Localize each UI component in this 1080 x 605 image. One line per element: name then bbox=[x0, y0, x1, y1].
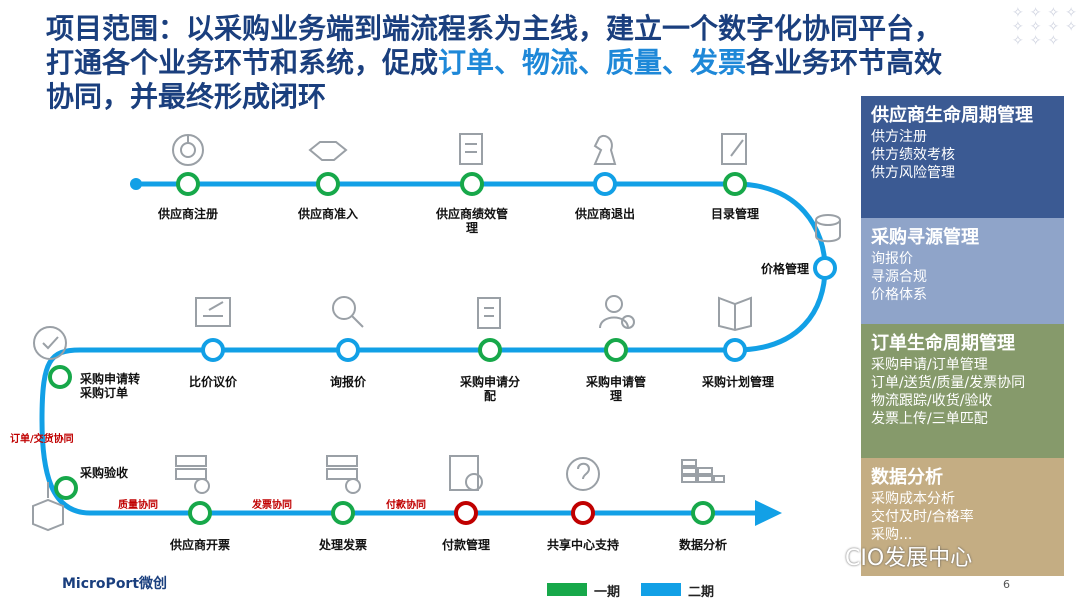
panel-title: 供应商生命周期管理 bbox=[871, 105, 1033, 126]
search-icon bbox=[332, 296, 364, 328]
legend-swatch-phase1 bbox=[547, 583, 587, 596]
panel-title: 订单生命周期管理 bbox=[871, 333, 1015, 354]
node-label-17: 共享中心支持 bbox=[546, 538, 620, 552]
node-label-2: 供应商准入 bbox=[297, 207, 359, 221]
form-icon bbox=[195, 297, 231, 327]
panel-item: 供方注册 bbox=[871, 129, 927, 145]
watermark: CIO发展中心 bbox=[845, 546, 973, 571]
box-icon bbox=[32, 482, 64, 532]
process-node-10 bbox=[336, 338, 360, 362]
title-line-2: 打通各个业务环节和系统，促成订单、物流、质量、发票各业务环节高效 bbox=[46, 46, 1066, 80]
process-node-4 bbox=[593, 172, 617, 196]
node-label-12: 采购申请转采购订单 bbox=[80, 372, 141, 400]
panel-title: 数据分析 bbox=[871, 467, 943, 488]
panel-item: 采购... bbox=[871, 527, 913, 543]
title-line-2-a: 打通各个业务环节和系统，促成 bbox=[46, 46, 439, 79]
node-label-16: 付款管理 bbox=[441, 538, 490, 552]
decorative-diamonds: ✧✧✧✧ ✧✧✧✧ ✧✧✧ bbox=[1012, 5, 1080, 49]
road-start-dot bbox=[130, 178, 142, 190]
panel-item: 供方绩效考核 bbox=[871, 147, 955, 163]
db-icon bbox=[815, 214, 841, 243]
title-line-3: 协同，并最终形成闭环 bbox=[46, 80, 327, 113]
server-icon bbox=[326, 455, 361, 494]
process-node-8 bbox=[604, 338, 628, 362]
node-label-11: 比价议价 bbox=[188, 375, 238, 389]
process-node-1 bbox=[176, 172, 200, 196]
process-node-18 bbox=[691, 501, 715, 525]
panel-sourcing: 采购寻源管理 询报价 寻源合规 价格体系 bbox=[861, 218, 1064, 324]
panel-item: 询报价 bbox=[871, 251, 913, 267]
pen-icon bbox=[721, 133, 747, 165]
process-node-7 bbox=[723, 338, 747, 362]
node-label-8: 采购申请管理 bbox=[585, 375, 646, 403]
node-label-1: 供应商注册 bbox=[157, 207, 219, 221]
process-node-16 bbox=[454, 501, 478, 525]
node-label-3: 供应商绩效管理 bbox=[435, 207, 508, 235]
panel-supplier-lifecycle: 供应商生命周期管理 供方注册 供方绩效考核 供方风险管理 bbox=[861, 96, 1064, 218]
panel-item: 订单/送货/质量/发票协同 bbox=[871, 375, 1026, 391]
panel-item: 采购成本分析 bbox=[871, 491, 955, 507]
server-icon bbox=[175, 455, 210, 494]
process-node-14 bbox=[188, 501, 212, 525]
process-node-15 bbox=[331, 501, 355, 525]
panel-item: 交付及时/合格率 bbox=[871, 509, 974, 525]
hand-icon bbox=[308, 141, 348, 161]
money-icon bbox=[449, 455, 483, 491]
panel-item: 采购申请/订单管理 bbox=[871, 357, 988, 373]
process-node-12 bbox=[48, 365, 72, 389]
node-label-7: 采购计划管理 bbox=[701, 375, 775, 389]
node-label-4: 供应商退出 bbox=[574, 207, 636, 221]
book-icon bbox=[718, 296, 752, 332]
node-label-5: 目录管理 bbox=[710, 207, 760, 221]
panel-item: 寻源合规 bbox=[871, 269, 927, 285]
process-node-9 bbox=[478, 338, 502, 362]
panel-item: 物流跟踪/收货/验收 bbox=[871, 393, 993, 409]
badge-icon bbox=[33, 326, 67, 360]
road-end-arrow bbox=[755, 500, 782, 526]
annotation-quality: 质量协同 bbox=[118, 500, 158, 511]
panel-data-analysis: 数据分析 采购成本分析 交付及时/合格率 采购... bbox=[861, 458, 1064, 576]
panel-item: 价格体系 bbox=[871, 287, 927, 303]
node-label-10: 询报价 bbox=[329, 375, 367, 389]
node-label-9: 采购申请分配 bbox=[459, 375, 520, 403]
pie-icon bbox=[172, 134, 204, 166]
annotation-invoice: 发票协同 bbox=[252, 500, 292, 511]
process-node-17 bbox=[571, 501, 595, 525]
process-node-13 bbox=[54, 476, 78, 500]
process-node-11 bbox=[201, 338, 225, 362]
node-label-13: 采购验收 bbox=[80, 466, 129, 480]
title-highlight: 订单、物流、质量、发票 bbox=[438, 46, 747, 79]
panel-order-lifecycle: 订单生命周期管理 采购申请/订单管理 订单/送货/质量/发票协同 物流跟踪/收货… bbox=[861, 324, 1064, 458]
doc-icon bbox=[459, 133, 483, 165]
legend-swatch-phase2 bbox=[641, 583, 681, 596]
legend-label-phase1: 一期 bbox=[594, 585, 621, 600]
annotation-order-delivery: 订单/交货协同 bbox=[10, 434, 74, 445]
chess-icon bbox=[593, 134, 617, 165]
panel-item: 发票上传/三单匹配 bbox=[871, 411, 988, 427]
clip-icon bbox=[477, 297, 501, 329]
title-line-1: 项目范围：以采购业务端到端流程系为主线，建立一个数字化协同平台， bbox=[46, 12, 943, 45]
process-node-6 bbox=[813, 256, 837, 280]
legend-label-phase2: 二期 bbox=[688, 585, 715, 600]
node-label-18: 数据分析 bbox=[678, 538, 728, 552]
person-icon bbox=[599, 295, 635, 329]
annotation-payment: 付款协同 bbox=[386, 500, 426, 511]
title-line-2-b: 各业务环节高效 bbox=[746, 46, 943, 79]
coins-icon bbox=[681, 459, 725, 483]
node-label-14: 供应商开票 bbox=[169, 538, 231, 552]
page-number: 6 bbox=[1003, 578, 1010, 591]
page-title: 项目范围：以采购业务端到端流程系为主线，建立一个数字化协同平台， 打通各个业务环… bbox=[46, 12, 1066, 114]
process-node-5 bbox=[723, 172, 747, 196]
node-label-6: 价格管理 bbox=[760, 262, 810, 276]
process-node-2 bbox=[316, 172, 340, 196]
panel-item: 供方风险管理 bbox=[871, 165, 955, 181]
node-label-15: 处理发票 bbox=[318, 538, 368, 552]
process-node-3 bbox=[460, 172, 484, 196]
company-logo: MicroPort微创 bbox=[62, 576, 168, 592]
panel-title: 采购寻源管理 bbox=[871, 227, 979, 248]
help-icon bbox=[566, 457, 600, 491]
